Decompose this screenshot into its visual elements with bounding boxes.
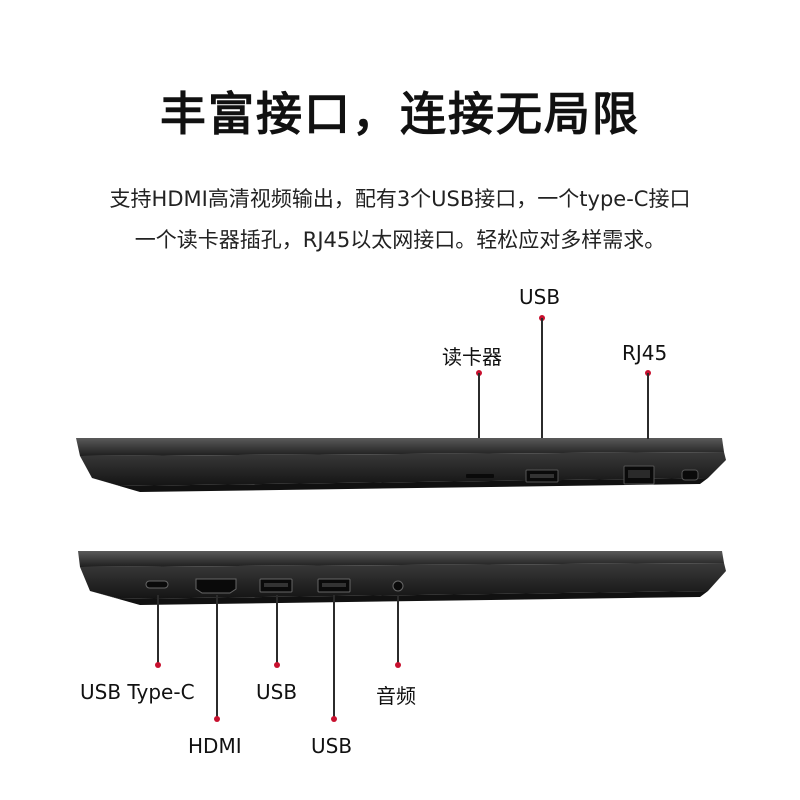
leader-dot-usb-type-c	[155, 662, 161, 668]
usb-type-c-port	[145, 580, 169, 589]
leader-line-rj45	[647, 373, 649, 439]
laptop-right-side-view	[76, 438, 726, 492]
label-usb-left-1: USB	[256, 680, 298, 704]
laptop-left-side-view	[78, 551, 726, 605]
label-usb-left-2: USB	[311, 734, 353, 758]
label-usb-right: USB	[519, 285, 561, 309]
leader-line-usb-left-2	[333, 595, 335, 719]
audio-jack	[392, 580, 404, 592]
leader-line-card-reader	[478, 373, 480, 438]
label-usb-type-c: USB Type-C	[80, 680, 195, 704]
leader-dot-usb-left-2	[331, 716, 337, 722]
leader-line-hdmi	[216, 595, 218, 719]
leader-line-usb-right	[541, 318, 543, 438]
leader-dot-hdmi	[214, 716, 220, 722]
label-rj45: RJ45	[622, 341, 668, 365]
leader-line-usb-left-1	[276, 595, 278, 665]
description-line-1: 支持HDMI高清视频输出，配有3个USB接口，一个type-C接口	[109, 187, 691, 211]
label-card-reader: 读卡器	[442, 345, 502, 369]
leader-dot-audio	[395, 662, 401, 668]
leader-line-audio	[397, 595, 399, 665]
leader-dot-usb-left-1	[274, 662, 280, 668]
description-line-2: 一个读卡器插孔，RJ45以太网接口。轻松应对多样需求。	[134, 228, 666, 252]
label-audio: 音频	[376, 684, 416, 708]
security-lock-slot	[681, 469, 699, 481]
page-title: 丰富接口，连接无局限	[160, 87, 640, 141]
leader-line-usb-type-c	[157, 595, 159, 665]
card-reader-slot	[466, 474, 494, 478]
hdmi-port	[195, 578, 237, 594]
label-hdmi: HDMI	[188, 734, 242, 758]
